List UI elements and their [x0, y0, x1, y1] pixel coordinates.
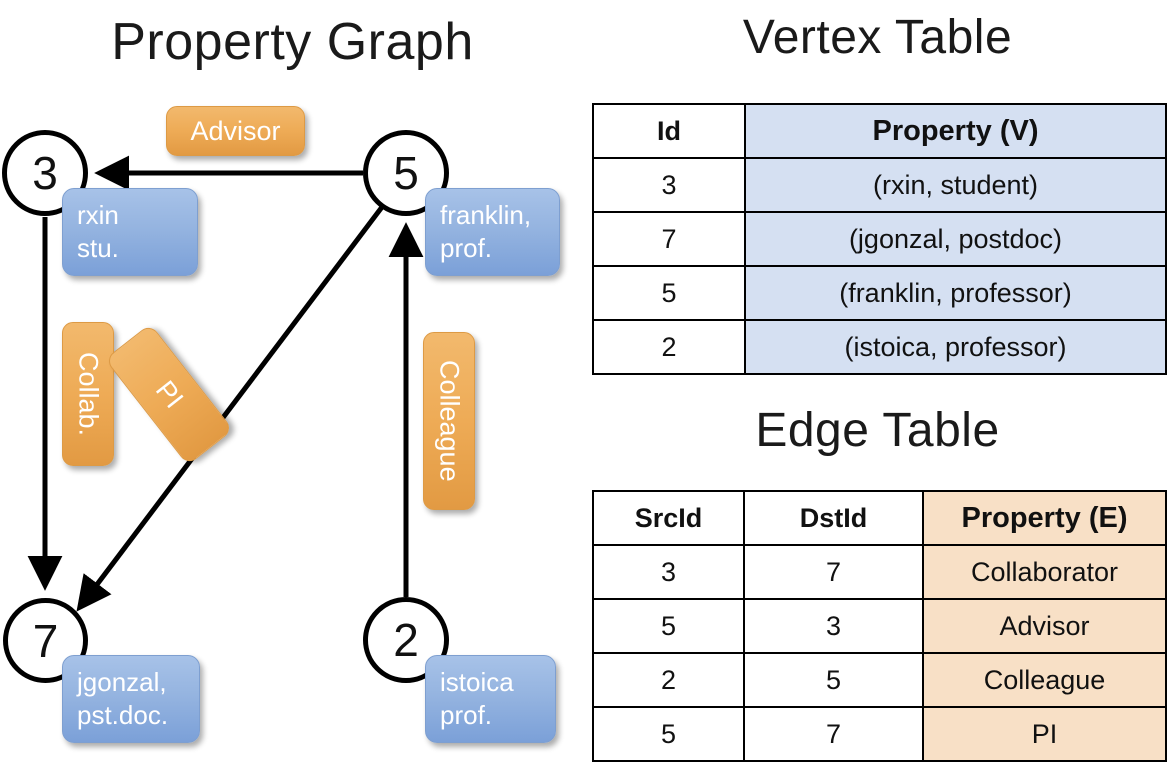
- vertex-cell-id: 5: [592, 265, 746, 321]
- vertex-table: Id Property (V) 3 (rxin, student) 7 (jgo…: [592, 103, 1167, 375]
- node-property-line-1: franklin,: [440, 200, 532, 230]
- node-property-line-2: stu.: [77, 232, 119, 263]
- node-property-line-1: istoica: [440, 667, 514, 697]
- edge-label-colleague: Colleague: [423, 332, 475, 510]
- table-row: 2 (istoica, professor): [592, 319, 1167, 375]
- edge-cell-dstid: 7: [743, 544, 924, 600]
- graph-node-5[interactable]: 5: [363, 130, 449, 216]
- property-graph-panel: 3 5 7 2 rxin stu. franklin, prof. jgonza…: [0, 0, 585, 760]
- edge-table: SrcId DstId Property (E) 3 7 Collaborato…: [592, 490, 1167, 762]
- vertex-cell-id: 7: [592, 211, 746, 267]
- edge-label-collab-text: Collab.: [73, 351, 104, 437]
- table-row: 5 3 Advisor: [592, 598, 1167, 654]
- edge-header-dstid: DstId: [743, 490, 924, 546]
- edge-label-pi-text: PI: [149, 374, 190, 414]
- edge-cell-srcid: 5: [592, 598, 745, 654]
- vertex-cell-id: 2: [592, 319, 746, 375]
- edge-cell-srcid: 5: [592, 706, 745, 762]
- table-row: 3 7 Collaborator: [592, 544, 1167, 600]
- edge-cell-dstid: 7: [743, 706, 924, 762]
- table-row: 3 (rxin, student): [592, 157, 1167, 213]
- node-property-line-2: prof.: [440, 699, 493, 730]
- graph-node-3-label: 3: [32, 147, 58, 199]
- page-title-edge-table: Edge Table: [755, 404, 1000, 457]
- graph-edges-layer: [27, 155, 424, 612]
- edge-label-collab: Collab.: [62, 322, 114, 466]
- table-row: 7 (jgonzal, postdoc): [592, 211, 1167, 267]
- edge-cell-property: Collaborator: [922, 544, 1167, 600]
- page-title-property-graph: Property Graph: [111, 13, 474, 71]
- graph-node-2[interactable]: 2: [363, 597, 449, 683]
- vertex-cell-property: (rxin, student): [744, 157, 1167, 213]
- node-property-box-franklin: franklin, prof.: [425, 188, 560, 276]
- table-row: 2 5 Colleague: [592, 652, 1167, 708]
- table-header-row: Id Property (V): [592, 103, 1167, 159]
- node-property-box-istoica: istoica prof.: [425, 655, 556, 743]
- edge-header-srcid: SrcId: [592, 490, 745, 546]
- edge-cell-dstid: 3: [743, 598, 924, 654]
- node-property-line-1: jgonzal,: [77, 667, 167, 697]
- node-property-line-2: prof.: [440, 232, 493, 263]
- graph-node-5-label: 5: [393, 147, 419, 199]
- edge-label-advisor-text: Advisor: [190, 115, 281, 146]
- table-row: 5 7 PI: [592, 706, 1167, 762]
- edge-label-colleague-text: Colleague: [434, 360, 465, 482]
- vertex-cell-property: (istoica, professor): [744, 319, 1167, 375]
- edge-cell-dstid: 5: [743, 652, 924, 708]
- graph-node-7-label: 7: [32, 614, 59, 667]
- graph-node-2-label: 2: [393, 614, 419, 666]
- edge-cell-property: PI: [922, 706, 1167, 762]
- vertex-header-id: Id: [592, 103, 746, 159]
- page-title-vertex-table: Vertex Table: [742, 11, 1013, 64]
- node-property-line-1: rxin: [77, 200, 119, 230]
- vertex-header-property: Property (V): [744, 103, 1167, 159]
- table-row: 5 (franklin, professor): [592, 265, 1167, 321]
- edge-header-property: Property (E): [922, 490, 1167, 546]
- vertex-cell-property: (franklin, professor): [744, 265, 1167, 321]
- node-property-box-rxin: rxin stu.: [62, 188, 198, 276]
- edge-cell-property: Colleague: [922, 652, 1167, 708]
- vertex-cell-id: 3: [592, 157, 746, 213]
- node-property-line-2: pst.doc.: [77, 699, 169, 730]
- table-header-row: SrcId DstId Property (E): [592, 490, 1167, 546]
- edge-label-advisor: Advisor: [166, 106, 305, 156]
- vertex-cell-property: (jgonzal, postdoc): [744, 211, 1167, 267]
- edge-5-to-7: [76, 205, 384, 612]
- node-property-box-jgonzal: jgonzal, pst.doc.: [62, 655, 200, 743]
- edge-cell-srcid: 2: [592, 652, 745, 708]
- edge-cell-property: Advisor: [922, 598, 1167, 654]
- edge-cell-srcid: 3: [592, 544, 745, 600]
